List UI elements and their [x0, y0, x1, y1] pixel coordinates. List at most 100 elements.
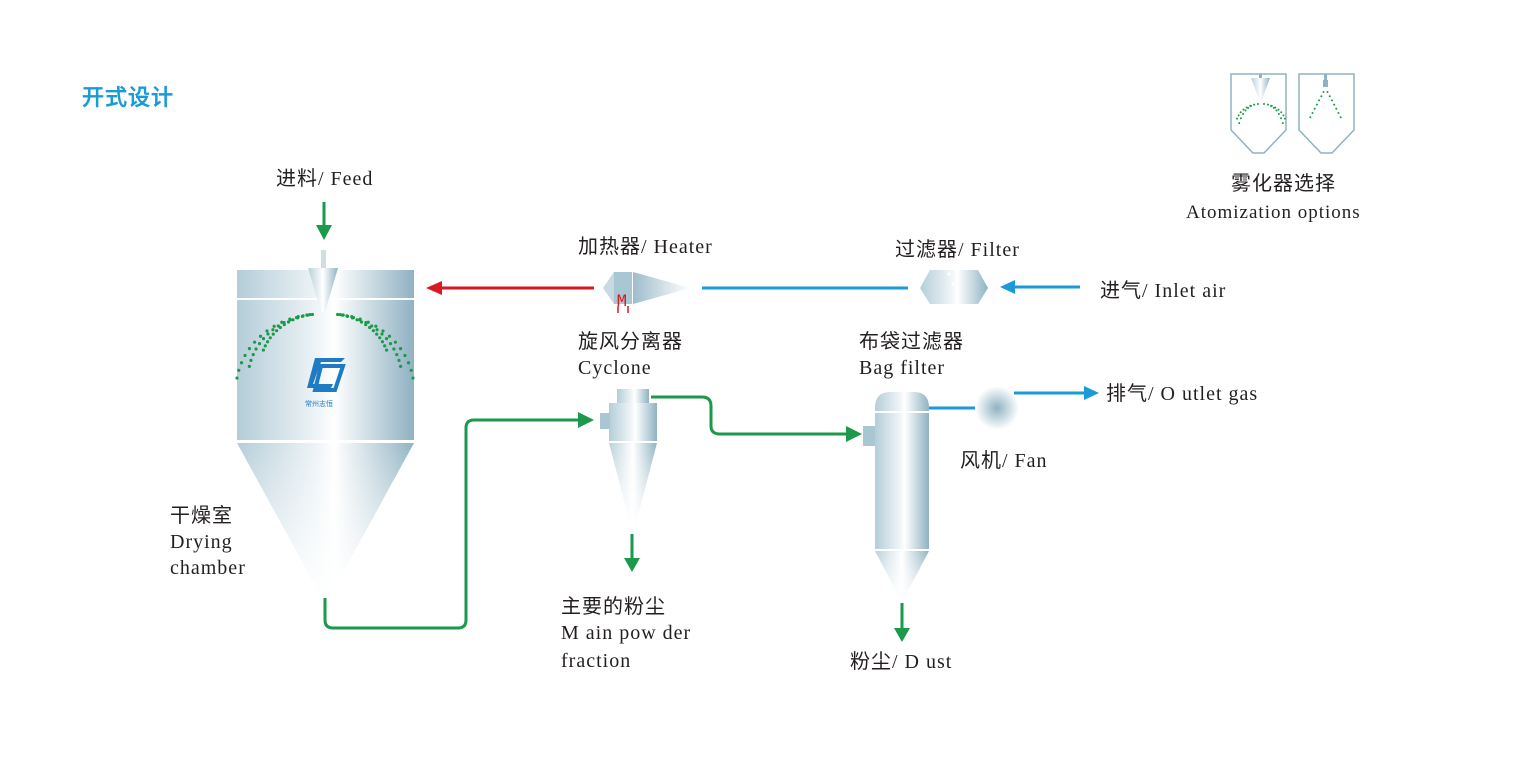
spray-dot — [1318, 99, 1321, 102]
arrowhead — [846, 426, 862, 442]
spray-dot — [1277, 113, 1280, 116]
spray-dot — [392, 347, 396, 351]
spray-dot — [1253, 103, 1256, 106]
spray-dot — [406, 361, 411, 365]
label-main-powder-en1: M ain pow der — [561, 622, 692, 644]
spray-dot — [1237, 114, 1240, 117]
label-fan: 风机/ Fan — [960, 450, 1048, 472]
spray-dot — [397, 358, 401, 362]
spray-dot — [381, 329, 385, 333]
spray-dot — [1315, 103, 1318, 106]
spray-dot — [366, 320, 370, 324]
spray-dot — [1270, 105, 1272, 107]
spray-dot — [384, 348, 389, 352]
spray-dot — [1250, 105, 1252, 107]
spray-dot — [1311, 112, 1314, 114]
dust-arrow — [894, 603, 910, 642]
spray-dot — [1283, 117, 1286, 120]
label-atomization-en: Atomization options — [1186, 202, 1361, 223]
spray-dot — [1281, 122, 1284, 125]
spray-dot — [247, 364, 251, 368]
label-cyclone-en: Cyclone — [578, 357, 652, 379]
label-bag-filter-cn: 布袋过滤器 — [859, 331, 964, 353]
spray-dot — [252, 340, 257, 344]
spray-dot — [388, 342, 393, 346]
spray-dot — [1272, 106, 1275, 109]
spray-dot — [265, 340, 270, 344]
label-main-powder-cn: 主要的粉尘 — [561, 596, 666, 618]
spray-dot — [336, 312, 340, 317]
spray-dot — [383, 344, 387, 348]
label-feed: 进料/ Feed — [276, 168, 374, 190]
label-outlet-gas: 排气/ O utlet gas — [1106, 383, 1259, 405]
spray-dot — [350, 314, 354, 319]
inlet-air-arrow — [1000, 280, 1080, 294]
spray-dot — [371, 329, 375, 333]
spray-dot — [261, 337, 266, 341]
spray-dot — [1239, 117, 1242, 120]
spray-dot — [1282, 114, 1285, 117]
spray-dot — [1238, 122, 1241, 125]
spray-dot — [1337, 112, 1340, 114]
fan — [975, 386, 1019, 430]
air-filter — [920, 270, 988, 304]
spray-dot — [247, 346, 252, 351]
label-cyclone-cn: 旋风分离器 — [578, 331, 683, 353]
spray-dot — [265, 329, 269, 333]
spray-dot — [257, 342, 262, 346]
spray-dot — [275, 329, 279, 333]
spray-dot — [261, 348, 266, 352]
spray-dot — [370, 324, 374, 328]
spray-dot — [271, 328, 275, 332]
spray-dot — [1277, 108, 1280, 111]
spray-dot — [1333, 103, 1336, 106]
spray-dot — [296, 314, 300, 319]
spray-dot — [409, 368, 413, 372]
drying-chamber — [237, 250, 414, 594]
spray-dot — [387, 334, 392, 338]
spray-dot — [1330, 99, 1333, 102]
spray-dot — [288, 317, 292, 321]
spray-dot — [398, 346, 403, 351]
spray-dot — [358, 317, 362, 321]
spray-dot — [258, 334, 263, 338]
atomizer-option-nozzle — [1298, 73, 1355, 154]
product-line-chamber-to-cyclone — [323, 418, 580, 630]
spray-dot — [268, 336, 272, 340]
spray-dot — [355, 318, 359, 322]
spray-dot — [239, 361, 244, 365]
gas-line-cyclone-to-bag-filter — [651, 395, 848, 436]
label-atomization-cn: 雾化器选择 — [1231, 173, 1336, 195]
label-drying-chamber-cn: 干燥室 — [170, 505, 233, 527]
spray-dot — [380, 332, 384, 336]
spray-dot — [403, 353, 407, 358]
spray-dot — [374, 324, 378, 328]
spray-dot — [249, 358, 253, 362]
spray-dot — [1280, 117, 1283, 120]
main-powder-arrow — [624, 534, 640, 572]
spray-dot — [341, 313, 345, 317]
label-drying-chamber-en1: Drying — [170, 531, 233, 553]
spray-dot — [384, 337, 389, 341]
spray-dot — [308, 313, 312, 317]
spray-dot — [251, 352, 255, 357]
spray-dot — [266, 332, 270, 336]
spray-dot — [375, 328, 379, 332]
heater: M — [603, 272, 690, 313]
feed-pipe — [321, 250, 326, 268]
spray-dot — [1274, 106, 1277, 109]
spray-dot — [378, 336, 382, 340]
rotary-atomizer — [308, 268, 338, 312]
spray-dot — [291, 318, 295, 322]
spray-dot — [1236, 117, 1239, 120]
spray-dot — [359, 320, 364, 324]
label-heater: 加热器/ Heater — [578, 236, 713, 258]
label-main-powder-en2: fraction — [561, 650, 632, 672]
diagram-title: 开式设计 — [82, 85, 175, 111]
spray-dot — [1335, 107, 1338, 110]
spray-dot — [1339, 116, 1342, 119]
label-filter: 过滤器/ Filter — [895, 239, 1020, 261]
spray-dot — [235, 376, 239, 380]
spray-dot — [254, 347, 258, 351]
